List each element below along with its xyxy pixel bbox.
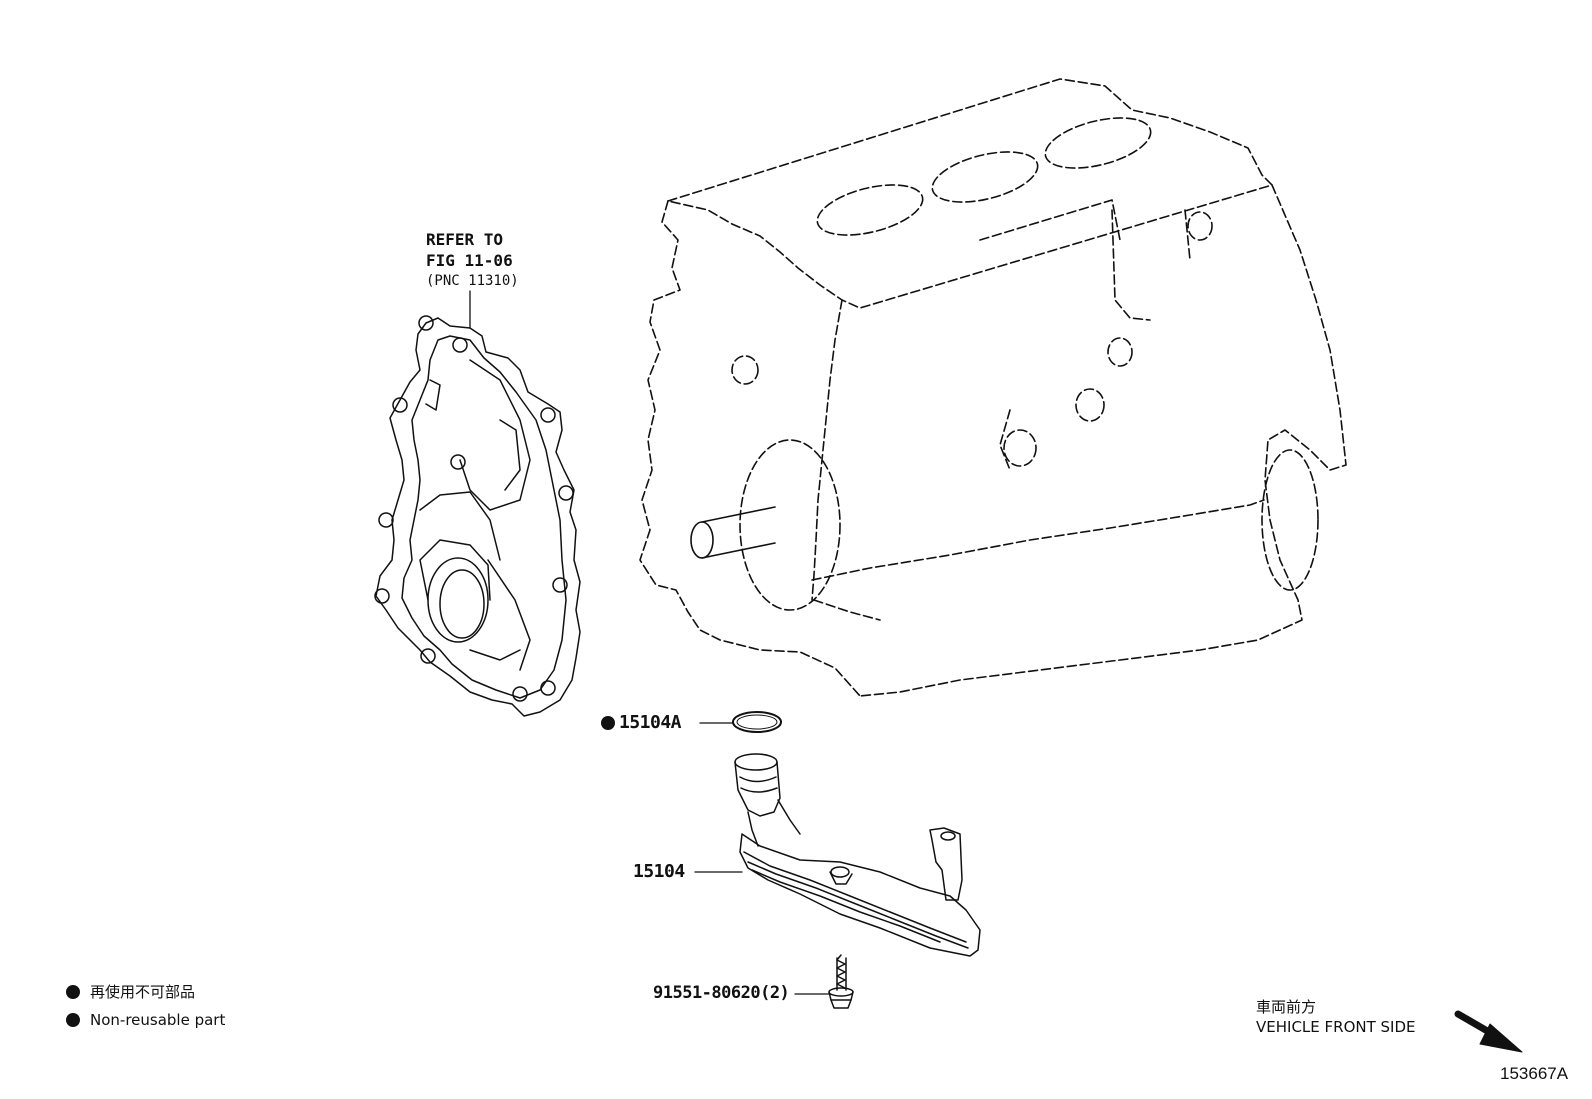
callout-gasket-text: 15104A: [619, 712, 682, 733]
oil-strainer: [734, 753, 981, 957]
callout-bolt: 91551-80620(2): [653, 983, 790, 1003]
figure-id: 153667A: [1500, 1064, 1569, 1083]
timing-chain-cover: [374, 315, 581, 717]
reference-note: REFER TO FIG 11-06 (PNC 11310): [426, 229, 519, 292]
callout-gasket: 15104A: [601, 712, 682, 733]
vehicle-front-label: 車両前方 VEHICLE FRONT SIDE: [1256, 997, 1416, 1037]
engine-block-phantom: [639, 78, 1347, 697]
o-ring-gasket: [732, 711, 782, 733]
legend: 再使用不可部品 Non-reusable part: [66, 978, 225, 1034]
legend-jp: 再使用不可部品: [90, 983, 196, 1001]
flange-bolt: [828, 954, 854, 1009]
non-reusable-marker-icon: [601, 716, 615, 730]
crankshaft-stub: [690, 506, 776, 559]
vehicle-front-en: VEHICLE FRONT SIDE: [1256, 1018, 1416, 1036]
legend-jp-row: 再使用不可部品: [66, 978, 225, 1006]
vehicle-front-arrow-icon: [1454, 1010, 1523, 1053]
legend-dot-icon: [66, 1013, 80, 1027]
vehicle-front-jp: 車両前方: [1256, 998, 1317, 1016]
callout-strainer: 15104: [633, 861, 685, 882]
reference-line-3: (PNC 11310): [426, 273, 519, 289]
legend-en-row: Non-reusable part: [66, 1006, 225, 1034]
reference-line-1: REFER TO: [426, 230, 504, 249]
legend-dot-icon: [66, 985, 80, 999]
reference-line-2: FIG 11-06: [426, 251, 513, 270]
legend-en: Non-reusable part: [90, 1011, 226, 1029]
